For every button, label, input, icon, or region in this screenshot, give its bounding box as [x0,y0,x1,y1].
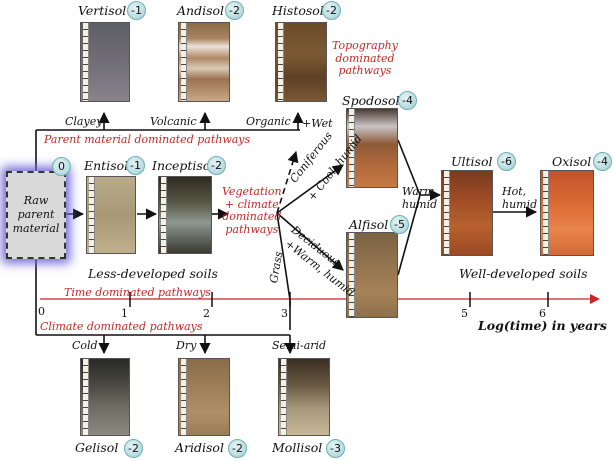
vegetation-climate-label: Vegetation + climate dominated pathways [222,185,282,236]
entisol-name: Entisol [84,158,129,173]
raw-parent-material-box: Raw parent material [6,171,66,259]
cold-label: Cold [72,339,98,352]
raw-parent-material-label: Raw parent material [12,194,60,235]
spodosol-badge: -4 [398,91,417,110]
inceptisol-photo [158,176,212,254]
mollisol-badge: -3 [326,439,345,458]
well-developed-label: Well-developed soils [459,266,588,281]
less-developed-label: Less-developed soils [88,266,218,281]
aridisol-photo [178,358,230,436]
dry-label: Dry [176,339,197,352]
mollisol-photo [278,358,330,436]
vertisol-name: Vertisol [78,3,127,18]
warm-humid-label: Warm, humid [402,185,439,211]
entisol-photo [86,176,136,254]
vertisol-badge: -1 [127,1,146,20]
time-pathways-label: Time dominated pathways [64,286,211,299]
ultisol-badge: -6 [497,152,516,171]
oxisol-badge: -4 [593,152,612,171]
histosol-photo [275,22,327,102]
inceptisol-badge: -2 [207,156,226,175]
aridisol-name: Aridisol [175,440,224,455]
mollisol-name: Mollisol [272,440,323,455]
raw-badge: 0 [52,157,71,176]
gelisol-photo [80,358,130,436]
ultisol-photo [441,170,493,256]
tick-2: 2 [203,307,210,320]
andisol-photo [178,22,230,102]
vertisol-photo [80,22,130,102]
inceptisol-name: Inceptisol [152,158,215,173]
histosol-badge: -2 [322,1,341,20]
aridisol-badge: -2 [228,439,247,458]
semi-arid-label: Semi-arid [272,339,327,352]
clayey-label: Clayey [65,115,103,128]
tick-5: 5 [461,307,468,320]
gelisol-name: Gelisol [75,440,119,455]
tick-3: 3 [281,307,288,320]
entisol-badge: -1 [126,156,145,175]
tick-1: 1 [121,307,128,320]
alfisol-photo [346,232,398,318]
andisol-name: Andisol [177,3,225,18]
parent-pathways-label: Parent material dominated pathways [44,133,251,146]
spodosol-name: Spodosol [342,93,400,108]
alfisol-name: Alfisol [349,217,389,232]
histosol-name: Histosol [272,3,324,18]
gelisol-badge: -2 [124,439,143,458]
climate-pathways-label: Climate dominated pathways [40,320,203,333]
andisol-badge: -2 [225,1,244,20]
hot-humid-label: Hot, humid [502,185,538,211]
tick-6: 6 [539,307,546,320]
ultisol-name: Ultisol [451,154,493,169]
organic-label: Organic [246,115,291,128]
wet-label: +Wet [302,117,333,130]
oxisol-name: Oxisol [552,154,592,169]
volcanic-label: Volcanic [150,115,197,128]
topography-label: Topography dominated pathways [332,39,398,78]
spodosol-photo [346,108,398,188]
axis-title: Log(time) in years [478,318,607,333]
tick-0: 0 [38,305,45,318]
oxisol-photo [540,170,594,256]
alfisol-badge: -5 [390,215,409,234]
